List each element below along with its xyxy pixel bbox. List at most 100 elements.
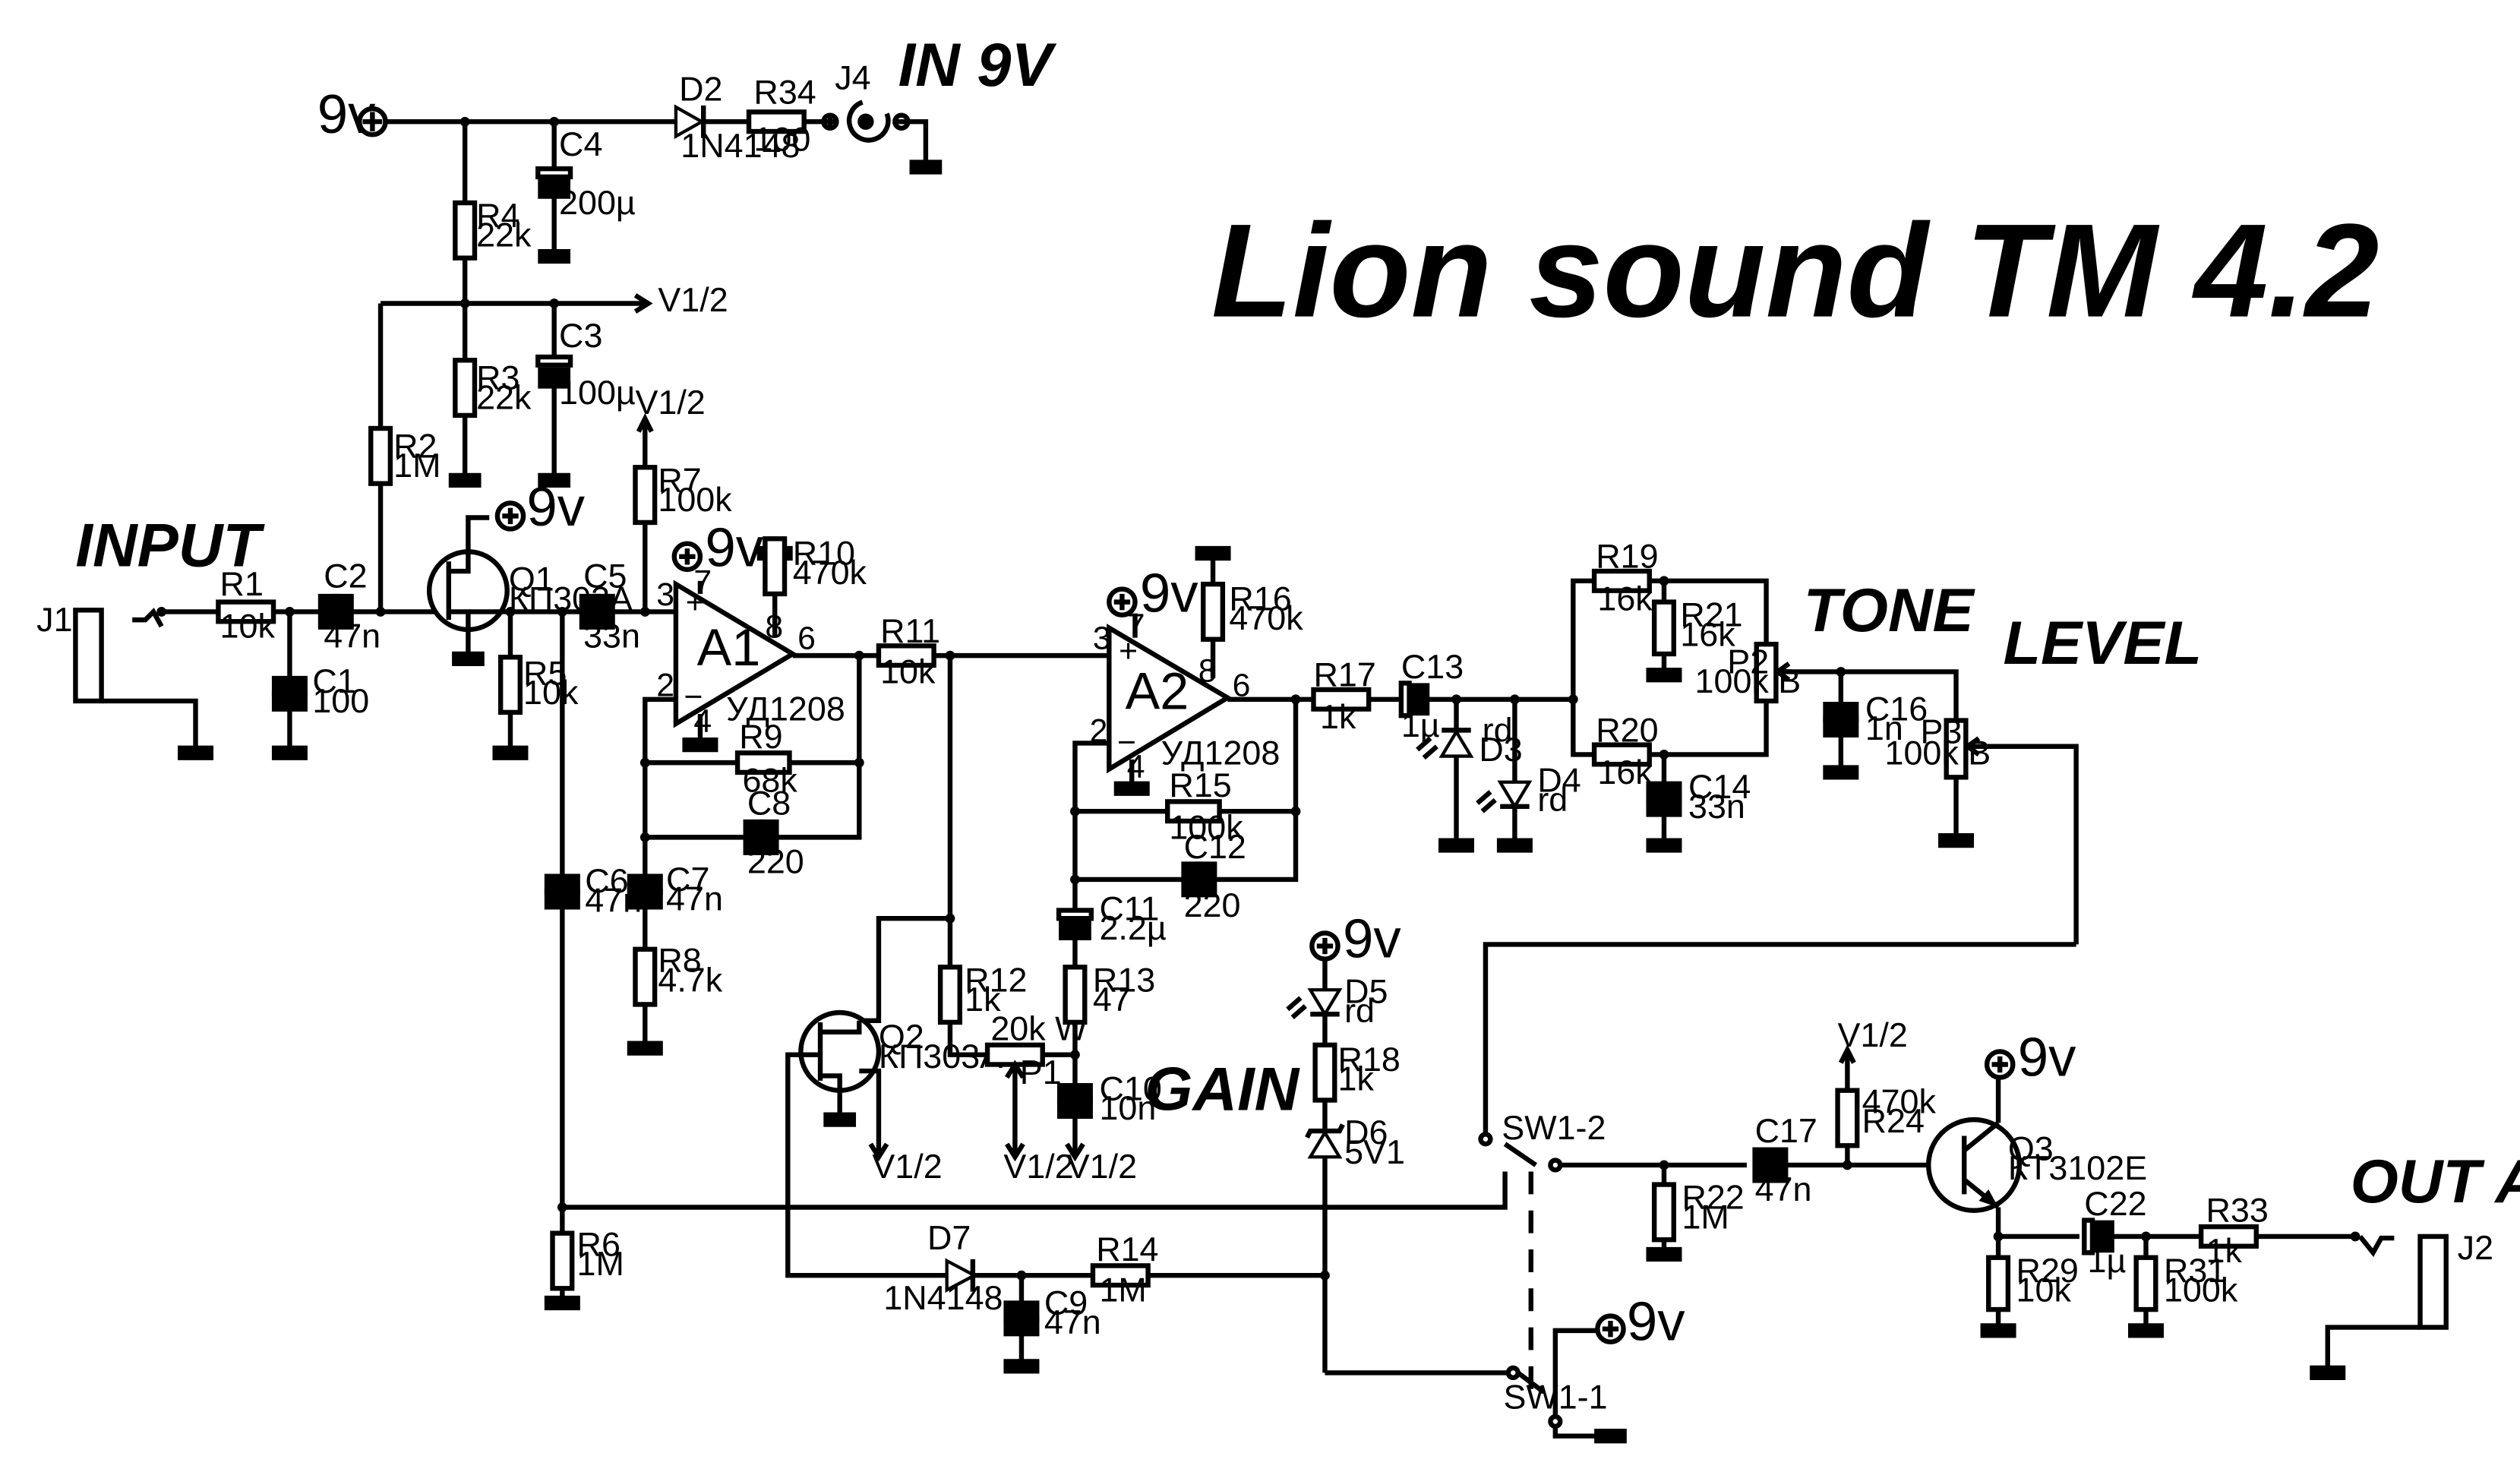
dc-jack-J4: J4 (821, 58, 943, 175)
C3-ref: C3 (559, 316, 602, 355)
D4-value: rd (1537, 780, 1568, 819)
R1-value: 10k (220, 607, 276, 646)
C2-ref: C2 (324, 556, 367, 595)
R14-ref: R14 (1096, 1230, 1158, 1268)
potentiometer-P1: 20k W P1 (984, 1009, 1088, 1156)
transistor-Q3: Q3 КТ3102Е (1925, 1117, 2147, 1213)
resistor-R8: R8 4.7k (633, 941, 723, 1007)
R10-value: 470k (793, 553, 867, 592)
C2-value: 47n (324, 616, 381, 655)
C11-ref: C11 (1099, 889, 1159, 927)
svg-text:−: − (1117, 724, 1136, 760)
input-jack-J1 (73, 608, 104, 704)
R13-value: 47 (1093, 980, 1131, 1019)
R8-value: 4.7k (658, 960, 722, 999)
R16-value: 470k (1229, 599, 1303, 637)
heading-tone: TONE (1804, 576, 1976, 645)
resistor-R5: R5 10k (497, 654, 579, 715)
capacitor-C8: C8 220 (743, 783, 804, 880)
R34-value: 100 (753, 120, 810, 159)
c10-vhalf-label: V1/2 (1067, 1147, 1137, 1186)
C8-value: 220 (747, 842, 804, 880)
heading-level: LEVEL (2003, 609, 2202, 677)
R20-ref: R20 (1596, 710, 1658, 749)
C1-value: 100 (312, 681, 369, 720)
R18-ref: R18 (1338, 1040, 1401, 1079)
C1-ref: C1 (312, 662, 355, 700)
resistor-R22: R22 1M (1651, 1178, 1745, 1243)
R8-ref: R8 (658, 941, 701, 980)
R1-ref: R1 (220, 564, 264, 603)
R6-value: 1M (577, 1244, 624, 1283)
R10-ref: R10 (793, 533, 855, 572)
R5-value: 10k (523, 673, 579, 712)
R13-ref: R13 (1093, 960, 1155, 999)
R2-value: 1M (393, 446, 441, 485)
R17-value: 1k (1320, 697, 1356, 736)
resistor-R6: R6 1M (550, 1225, 624, 1291)
R4-ref: R4 (476, 196, 519, 235)
C13-value: 1µ (1401, 706, 1440, 744)
J2-ref: J2 (2458, 1228, 2493, 1267)
a2-9v-label: 9v (1140, 562, 1198, 624)
capacitor-C13: C13 1µ (1398, 647, 1464, 744)
C14-value: 33n (1688, 787, 1745, 826)
p1-vhalf-label: V1/2 (1003, 1147, 1073, 1186)
D4-ref: D4 (1537, 761, 1581, 800)
C22-value: 1µ (2088, 1241, 2127, 1280)
capacitor-C3: C3 100µ (535, 316, 636, 412)
C6-ref: C6 (585, 861, 628, 900)
R33-ref: R33 (2206, 1191, 2269, 1230)
SW1-2-ref: SW1-2 (1502, 1108, 1606, 1147)
R29-ref: R29 (2016, 1251, 2079, 1290)
r24-vhalf-label: V1/2 (1838, 1015, 1908, 1054)
R19-value: 16k (1597, 579, 1653, 617)
D6-value: 5V1 (1344, 1132, 1405, 1171)
Q2-value: КП303А (879, 1037, 1003, 1075)
svg-text:−: − (684, 678, 703, 715)
capacitor-C6: C6 47n (544, 861, 642, 920)
C8-ref: C8 (747, 783, 791, 822)
R2-ref: R2 (393, 426, 437, 465)
R12-value: 1k (965, 980, 1001, 1019)
capacitor-C17: C17 47n (1752, 1111, 1817, 1208)
capacitor-C11: C11 2.2µ (1056, 889, 1167, 947)
C5-value: 33n (583, 616, 640, 655)
resistor-R16: R16 470k (1201, 579, 1303, 642)
R34-ref: R34 (753, 73, 816, 112)
resistor-R7: R7 100k (633, 460, 732, 526)
C7-value: 47n (666, 880, 723, 918)
A2-part: УД1208 (1161, 733, 1281, 772)
R14-value: 1M (1099, 1270, 1146, 1309)
resistor-R33: R33 1k (2198, 1191, 2269, 1270)
capacitor-C4: C4 200µ (535, 125, 636, 222)
C7-ref: C7 (666, 860, 709, 899)
Q3-value: КТ3102Е (2008, 1148, 2147, 1187)
C10-ref: C10 (1099, 1069, 1161, 1107)
q2-vhalf-label: V1/2 (872, 1147, 942, 1186)
J1-ref: J1 (36, 600, 72, 639)
q3-9v-label: 9v (2018, 1026, 2076, 1088)
led-D4: D4 rd (1476, 761, 1581, 819)
d5-9v-label: 9v (1343, 908, 1401, 969)
svg-text:6: 6 (1233, 668, 1251, 704)
C5-ref: C5 (583, 556, 627, 595)
resistor-R15: R15 100k (1165, 766, 1243, 847)
R24-value: 470k (1862, 1082, 1937, 1121)
resistor-R3: R3 22k (453, 358, 532, 418)
C11-value: 2.2µ (1099, 908, 1166, 947)
diode-D7: D7 1N4148 (883, 1218, 1003, 1317)
tone-level-section: C13 1µ rd D3 D4 rd (1398, 537, 2079, 1136)
capacitor-C5: C5 33n (579, 556, 640, 655)
resistor-R20: R20 16k (1591, 710, 1659, 791)
resistor-R24: 470k R24 (1835, 1082, 1937, 1148)
D6-ref: D6 (1344, 1113, 1388, 1151)
R22-ref: R22 (1682, 1178, 1744, 1217)
R17-ref: R17 (1314, 655, 1376, 694)
C12-value: 220 (1184, 886, 1241, 924)
resistor-R4: R4 22k (453, 196, 532, 261)
R33-value: 1k (2206, 1231, 2243, 1270)
resistor-R21: R21 16k (1651, 595, 1743, 657)
output-jack-J2 (2417, 1233, 2449, 1330)
C17-value: 47n (1755, 1170, 1812, 1208)
